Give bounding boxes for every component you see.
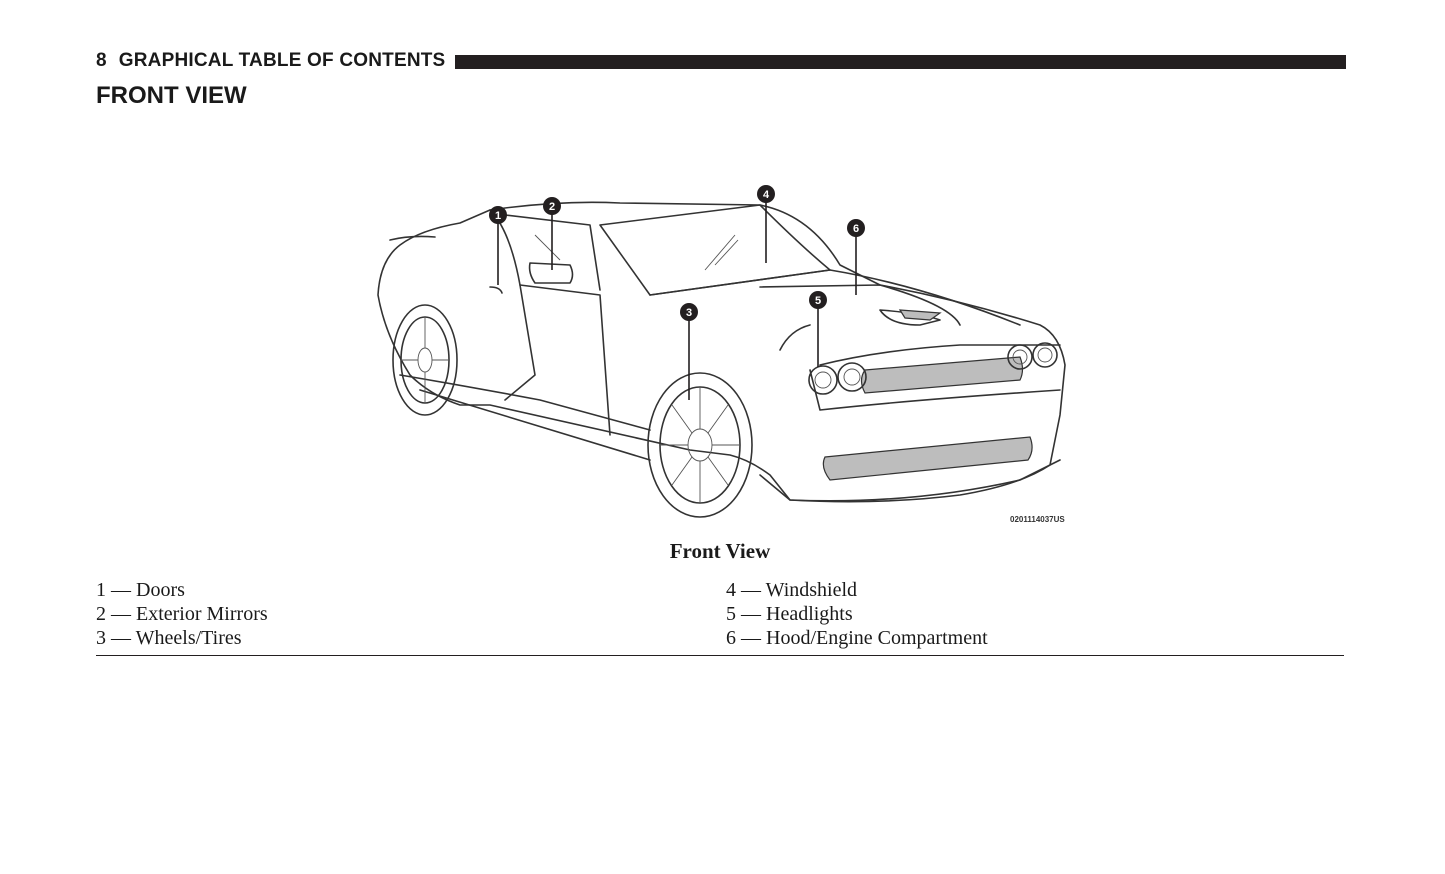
page-number: 8 [96, 50, 107, 71]
legend-item-windshield: 4 — Windshield [726, 579, 858, 601]
callout-6-number: 6 [853, 223, 859, 235]
car-front-view-illustration: 1 2 3 4 5 6 [360, 175, 1080, 530]
legend-column-right: 4 — Windshield 5 — Headlights 6 — Hood/E… [726, 578, 988, 650]
callout-4: 4 [757, 185, 775, 263]
legend-item-doors: 1 — Doors [96, 579, 185, 601]
callout-3: 3 [680, 303, 698, 400]
rear-wheel [392, 304, 458, 416]
legend-item-exterior-mirrors: 2 — Exterior Mirrors [96, 603, 268, 625]
figure-code: 0201114037US [1010, 515, 1065, 524]
callout-5: 5 [809, 291, 827, 367]
callout-3-number: 3 [686, 307, 692, 319]
callout-1-number: 1 [495, 210, 501, 222]
callout-5-number: 5 [815, 295, 821, 307]
headlights [808, 342, 1058, 395]
legend-column-left: 1 — Doors 2 — Exterior Mirrors 3 — Wheel… [96, 578, 268, 650]
legend-item-headlights: 5 — Headlights [726, 603, 853, 625]
callout-4-number: 4 [763, 189, 770, 201]
figure-caption: Front View [669, 539, 771, 563]
section-title: GRAPHICAL TABLE OF CONTENTS [118, 50, 446, 71]
callout-1: 1 [489, 206, 507, 285]
front-wheel [647, 372, 753, 518]
running-header: 8 GRAPHICAL TABLE OF CONTENTS [96, 49, 1346, 73]
bottom-rule [96, 655, 1344, 656]
header-bar [455, 54, 1346, 69]
car-body [377, 201, 1066, 503]
callout-2-number: 2 [549, 201, 555, 213]
legend-item-wheels-tires: 3 — Wheels/Tires [96, 627, 242, 649]
legend-item-hood-engine-compartment: 6 — Hood/Engine Compartment [726, 627, 988, 649]
callout-2: 2 [543, 197, 561, 270]
callout-6: 6 [847, 219, 865, 295]
grilles [822, 309, 1033, 481]
page-title: FRONT VIEW [96, 82, 247, 109]
